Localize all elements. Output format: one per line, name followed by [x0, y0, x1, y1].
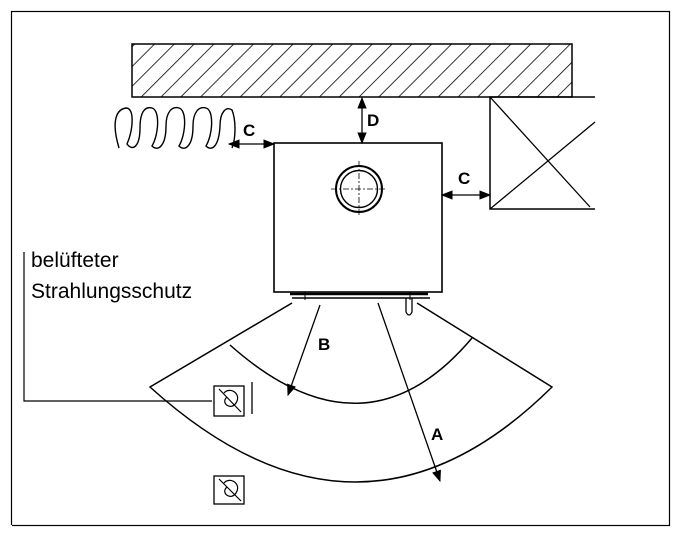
outer-zone-outline [148, 302, 554, 483]
clearance-zones [148, 302, 554, 483]
label-c-left: C [243, 121, 255, 140]
dimension-arrow-a [377, 302, 441, 483]
frame-left-notch [0, 525, 12, 537]
dimension-arrow-b [287, 304, 321, 397]
curtain-icon [114, 106, 236, 149]
label-c-right: C [458, 169, 470, 188]
frame-border [10, 10, 671, 527]
callout-text-line1: belüfteter [31, 249, 119, 272]
label-a: A [431, 425, 443, 444]
inner-zone-arc [229, 337, 473, 404]
label-d: D [367, 111, 379, 130]
wall-hatched [131, 43, 573, 98]
flue-pipe [331, 161, 387, 217]
callout-leader-line [23, 252, 212, 402]
stove-base [290, 292, 430, 316]
label-b: B [318, 335, 330, 354]
callout-text-line2: Strahlungsschutz [31, 280, 192, 303]
cabinet [489, 96, 596, 210]
no-furniture-icon [213, 382, 253, 417]
no-furniture-icon [213, 475, 245, 505]
